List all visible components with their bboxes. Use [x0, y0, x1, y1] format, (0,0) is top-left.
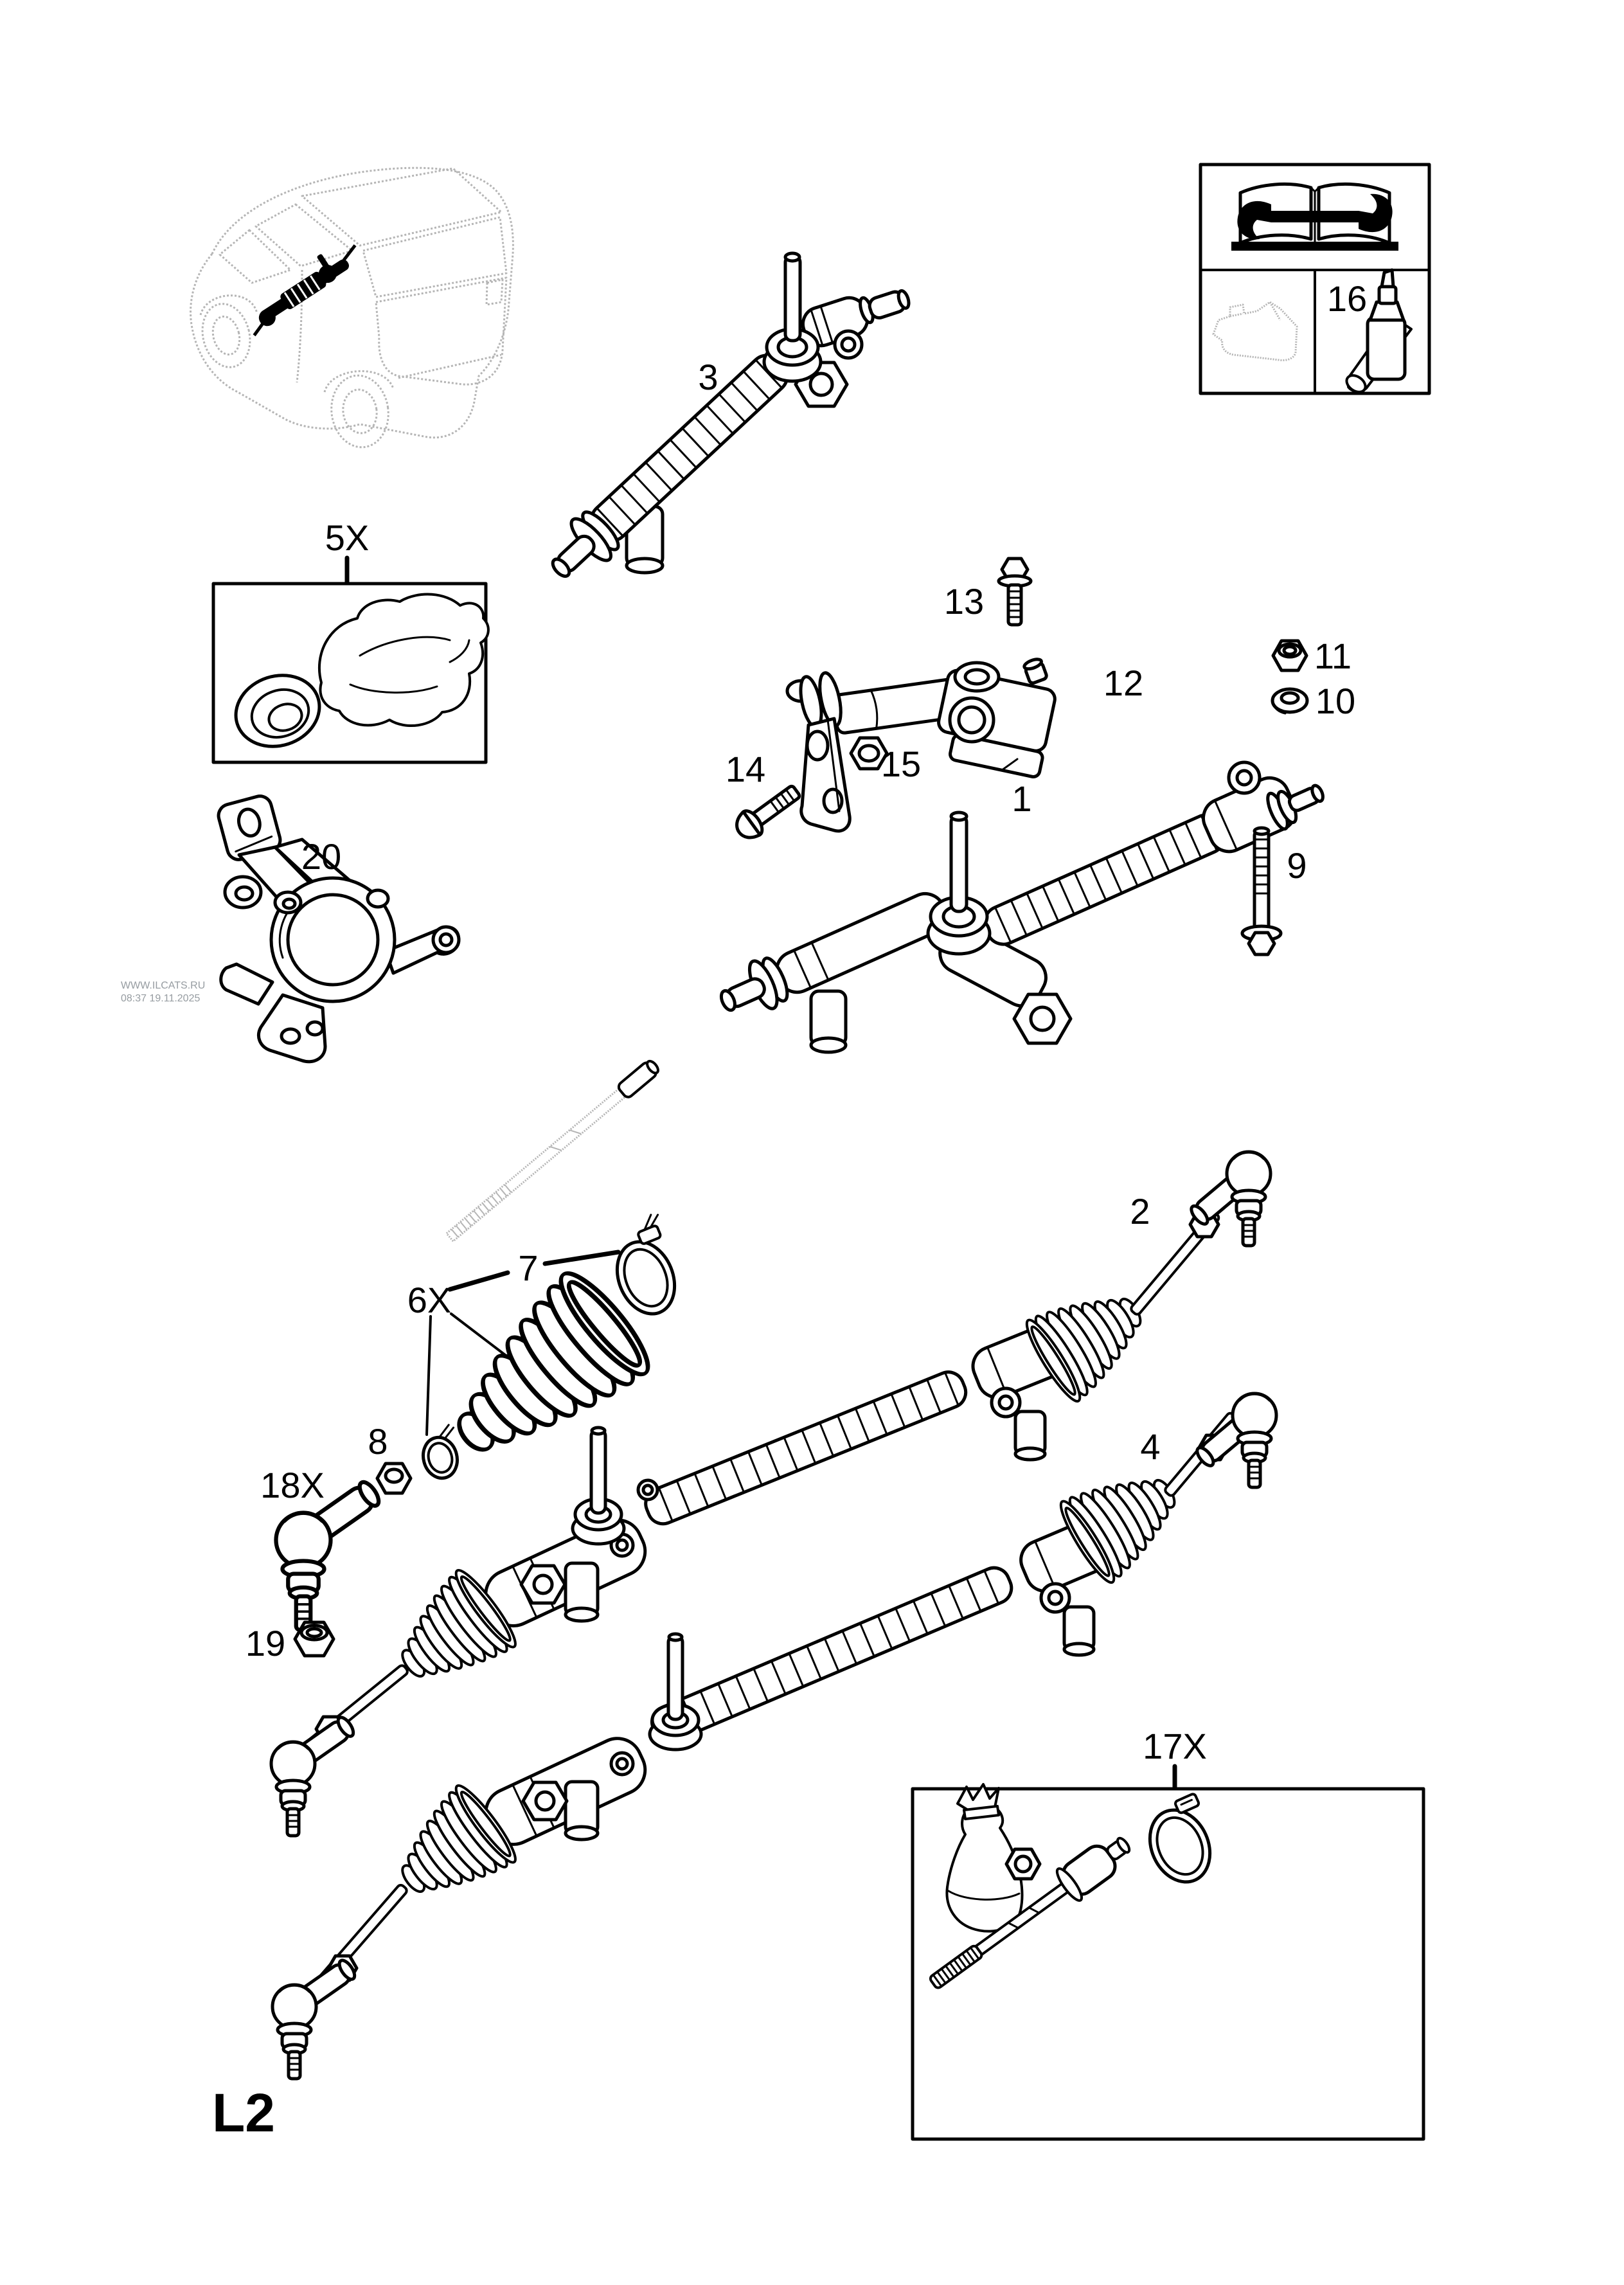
nut-8 — [375, 1462, 413, 1495]
nut-17x — [1004, 1847, 1042, 1881]
pinion-input-shaft — [783, 254, 802, 343]
tie-rod-end — [1194, 1393, 1276, 1487]
nut-11 — [1271, 639, 1308, 672]
part-label-18x: 18X — [260, 1465, 325, 1505]
part-label-12: 12 — [1103, 663, 1143, 703]
bolt-9 — [1240, 826, 1283, 956]
pinion-input-shaft — [589, 1428, 607, 1515]
nut-19 — [293, 1620, 335, 1658]
part-label-14: 14 — [726, 749, 765, 789]
book-wrench-icon — [1231, 182, 1398, 251]
boot-kit-box-5x: 5X — [211, 517, 490, 764]
pinion-input-shaft — [666, 1634, 684, 1721]
grease-sachet — [945, 1783, 1024, 1933]
steering-gear-assembly-2 — [271, 1152, 1271, 1836]
part-label-1: 1 — [1012, 778, 1031, 819]
washer-10 — [1271, 687, 1309, 715]
bolt-14 — [735, 784, 801, 839]
nut-15 — [849, 736, 889, 771]
svg-text:WWW.ILCATS.RU: WWW.ILCATS.RU — [121, 980, 205, 991]
bolt-13 — [997, 557, 1033, 627]
part-label-20: 20 — [301, 836, 341, 877]
small-boot-clamp — [422, 1424, 459, 1480]
watermark: WWW.ILCATS.RU 08:37 19.11.2025 — [121, 980, 205, 1004]
part-label-7: 7 — [518, 1248, 538, 1288]
folded-boot-bag — [317, 593, 490, 728]
part-label-8: 8 — [368, 1421, 388, 1462]
part-label-16: 16 — [1327, 278, 1367, 319]
part-label-17x: 17X — [1143, 1726, 1207, 1766]
vehicle-location-illustration — [190, 166, 514, 449]
seal-ring — [234, 674, 321, 748]
part-label-15: 15 — [881, 744, 921, 784]
large-boot-clamp — [615, 1214, 677, 1316]
part-label-5x: 5X — [325, 517, 370, 558]
part-label-3: 3 — [698, 357, 718, 397]
ghost-tie-rod — [445, 1059, 659, 1242]
svg-text:08:37 19.11.2025: 08:37 19.11.2025 — [121, 993, 200, 1004]
tie-rod-kit-box-17x: 17X — [911, 1726, 1425, 2141]
boot-clamp-17x — [1148, 1793, 1212, 1884]
page-code: L2 — [212, 2083, 275, 2143]
part-label-19: 19 — [245, 1623, 285, 1663]
steering-gear-assembly-4 — [272, 1393, 1276, 2079]
oil-can-icon — [1212, 301, 1298, 361]
steering-knuckle-20 — [217, 794, 461, 1064]
steering-gear-1 — [719, 760, 1325, 1054]
intermediate-shaft-12 — [785, 658, 1057, 833]
part-label-10: 10 — [1316, 681, 1355, 721]
boot-kit-cluster — [375, 1214, 677, 1495]
part-label-9: 9 — [1287, 845, 1307, 886]
tie-rod-end — [271, 1715, 356, 1836]
part-label-2: 2 — [1130, 1191, 1150, 1232]
steering-gear-3 — [551, 251, 911, 578]
tie-rod-end — [272, 1958, 357, 2079]
part-label-4: 4 — [1140, 1426, 1160, 1467]
inner-tie-rod — [929, 1836, 1131, 1989]
legend-box: 16 — [1199, 163, 1431, 395]
part-label-11: 11 — [1314, 636, 1352, 676]
part-label-6x: 6X — [407, 1280, 452, 1320]
fluid-bottle-icon — [1345, 268, 1413, 393]
pinion-input-shaft — [949, 813, 968, 913]
part-label-13: 13 — [944, 581, 984, 622]
highlighted-steering-gear — [253, 244, 357, 337]
